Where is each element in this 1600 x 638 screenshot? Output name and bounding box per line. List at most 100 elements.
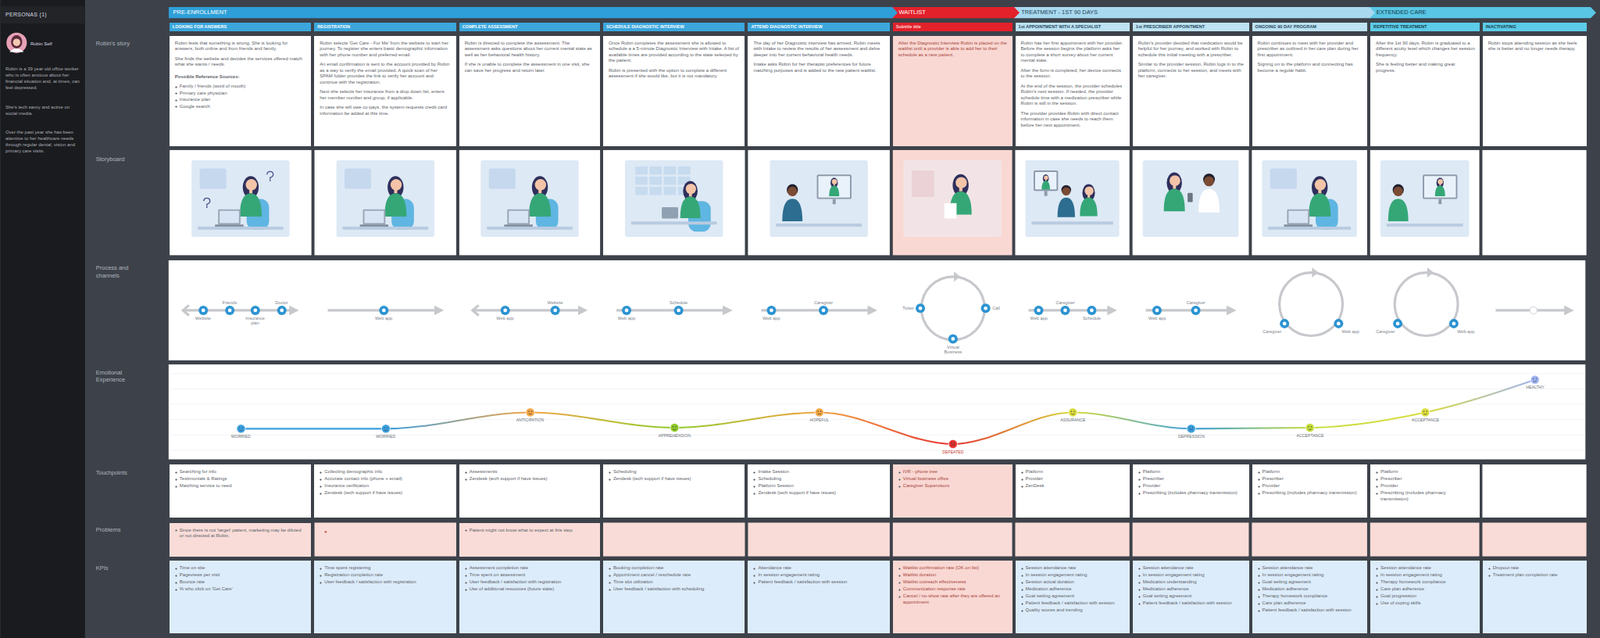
channel-label: Web app <box>762 315 780 321</box>
channel-icon <box>378 305 389 315</box>
kpi-text: Therapy homework compliance <box>1257 592 1364 600</box>
story-text: Primary care physician <box>175 90 308 97</box>
channel-label: Schedule <box>1082 315 1101 321</box>
emotion-face <box>1530 375 1540 384</box>
kpi-text: Patient feedback / satisfaction with ses… <box>753 578 886 586</box>
face-mouth <box>1423 413 1427 415</box>
emotion-label: HEALTHY <box>1525 384 1545 390</box>
channel-icon-inner <box>1063 308 1068 313</box>
window-pane <box>678 166 691 175</box>
kpi-cell: Session attendance rateIn session engage… <box>1132 560 1250 633</box>
torso <box>680 196 701 218</box>
touch-cell: Searching for infoTestimonials & Ratings… <box>169 464 312 518</box>
kpi-text: In session engagement rating <box>1138 571 1245 579</box>
header-text: Subtitle title <box>896 22 1010 33</box>
header-text: COMPLETE ASSESSMENT <box>462 22 597 33</box>
channel-icon <box>1449 318 1459 329</box>
sidebar-panel <box>0 0 85 638</box>
kpi-text: Goal setting agreement <box>1257 578 1364 586</box>
touch-text: IVR - phone tree <box>898 468 1008 475</box>
desk <box>631 221 718 225</box>
emotion-label: HOPEFUL <box>810 417 830 422</box>
tablet <box>661 207 679 218</box>
header-text: WAITLIST <box>899 7 1022 18</box>
kpi-text: Patient feedback / satisfaction with ses… <box>1257 607 1364 614</box>
channel-label: Schedule <box>669 300 688 305</box>
channel-icon-inner <box>918 306 923 311</box>
header-text: LOOKING FOR ANSWERS <box>172 22 309 33</box>
channel-label: Caregiver <box>1186 300 1206 305</box>
emotion-curve <box>241 379 1536 444</box>
torso <box>1164 189 1186 212</box>
storyboard-scene <box>1261 160 1357 237</box>
wall-shape <box>1270 167 1297 189</box>
flow-arrow <box>616 308 729 311</box>
bullet-dot <box>325 530 328 533</box>
face <box>1393 186 1404 197</box>
problem-cell <box>747 521 890 556</box>
step-header: REPETITIVE TREATMENT <box>1370 22 1480 33</box>
emotion-face <box>236 424 246 433</box>
channel-icon <box>198 305 208 315</box>
face-mouth <box>1071 413 1075 415</box>
story-cell: Robin has her first appointment with her… <box>1015 35 1130 147</box>
face-eye <box>675 425 677 427</box>
persona-text: She's tech savvy and active on social me… <box>5 103 81 117</box>
header-text: ATTEND DIAGNOSTIC INTERVIEW <box>750 22 887 33</box>
channel-icon <box>766 305 776 315</box>
channel-icon <box>1060 305 1070 315</box>
touch-text: Virtual business office <box>898 475 1008 483</box>
touch-text: Testimonials & Ratings <box>175 475 308 483</box>
window-pane <box>649 166 662 175</box>
flow-arrow <box>328 308 441 311</box>
desk <box>775 223 862 227</box>
grid-line <box>168 449 1586 450</box>
channel-label: Caregiver <box>1055 300 1075 305</box>
monitor-stand <box>832 199 836 205</box>
kpi-text: Session actual duration <box>1021 578 1125 586</box>
channel-icon <box>550 305 561 315</box>
desk <box>1267 226 1351 230</box>
cycle-loop <box>1394 272 1458 336</box>
laptop-screen-inner <box>364 210 385 224</box>
laptop-base <box>214 224 244 227</box>
torso <box>384 192 407 217</box>
kpi-cell: Session attendance rateIn session engage… <box>1370 560 1480 633</box>
kpi-text: Appointment cancel / reschedule rate <box>608 571 741 579</box>
torso <box>239 192 262 217</box>
face <box>1084 185 1093 195</box>
row-label: Problems <box>96 525 145 534</box>
story-text: After the form is completed, her device … <box>1021 67 1125 80</box>
persona-text: Over the past year she has been attentiv… <box>5 128 81 154</box>
face-eye <box>1426 410 1428 412</box>
laptop-base <box>360 224 390 227</box>
touch-text: Prescribing (includes pharmacy transmiss… <box>1257 489 1364 497</box>
grid-line <box>168 388 1586 390</box>
monitor <box>817 174 852 199</box>
scene-backdrop <box>769 160 868 237</box>
avatar-body <box>9 48 24 53</box>
kpi-text: Treatment plan completion rate <box>1488 571 1583 579</box>
story-text: Robin's provider decided that medication… <box>1138 40 1245 59</box>
kpi-text: Use of coping skills <box>1375 600 1475 607</box>
story-text: Robin selects 'Get Care - For Me' from t… <box>319 40 452 59</box>
torso <box>1388 198 1409 222</box>
header-text: INACTIVATING <box>1485 22 1584 33</box>
face-eye <box>242 426 243 428</box>
touch-cell: SchedulingZendesk (tech support if have … <box>603 464 746 518</box>
face <box>1203 175 1215 186</box>
story-text: Intake asks Robin for her therapist pref… <box>753 61 886 74</box>
kpi-text: Patient feedback / satisfaction with ses… <box>1138 600 1245 607</box>
emotion-face <box>814 407 824 417</box>
laptop-screen <box>363 209 386 225</box>
face <box>1061 186 1071 196</box>
laptop-base <box>503 224 533 227</box>
neck <box>1045 179 1047 182</box>
story-text: The provider provides Robin with direct … <box>1021 110 1125 129</box>
story-text: An email confirmation is sent to the acc… <box>319 61 452 86</box>
face <box>390 178 402 190</box>
kpi-text: Pageviews per visit <box>175 571 308 579</box>
laptop-screen-inner <box>219 210 240 224</box>
channel-label: Website <box>546 300 563 305</box>
touch-text: Provider <box>1375 482 1475 490</box>
